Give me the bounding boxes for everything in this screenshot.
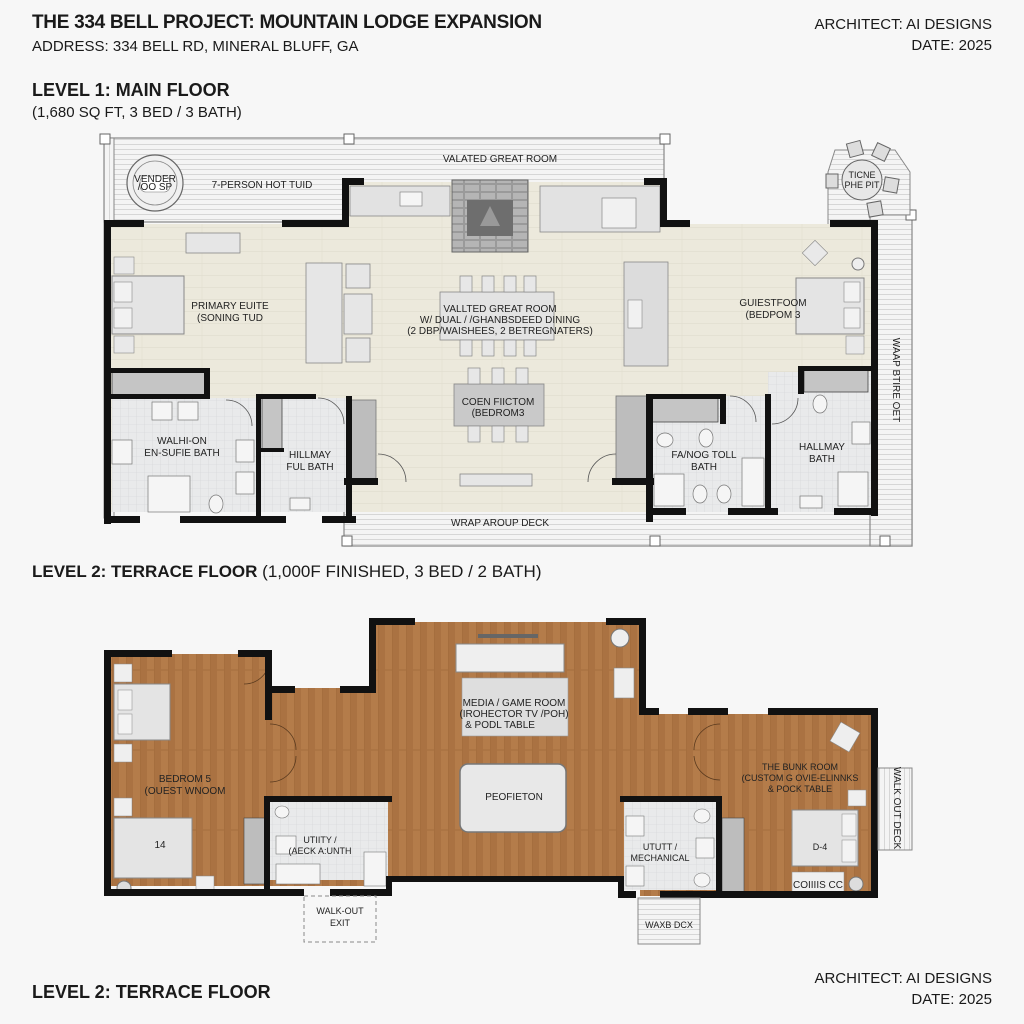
utility-left-sublabel: (AECK A:UNTH (288, 846, 351, 856)
utility-right-label: UTUTT / (643, 842, 678, 852)
great-room-label: VALLTED GREAT ROOM (443, 304, 556, 315)
dining-label: COEN FIICTOM (462, 397, 535, 408)
wrap-deck-side-label: WAAP BTIRE OET (890, 338, 901, 422)
pool-table-label: PEOFIETON (485, 792, 543, 803)
guest-room-label: GUIESTFOOM (739, 298, 806, 309)
side-deck (877, 767, 913, 851)
side-deck-label: WALK OUT DECK (891, 767, 902, 850)
architect-label-bottom: ARCHITECT: AI DESIGNS (814, 970, 992, 987)
jack-bath-label: FA/NOG TOLL (671, 450, 737, 461)
doors-level1 (225, 395, 799, 483)
walkout-exit-box (303, 895, 377, 943)
guest-bed (795, 239, 865, 355)
level2-title: LEVEL 2: TERRACE FLOOR (32, 562, 258, 581)
bunk-room-sublabel-2: & POCK TABLE (768, 784, 832, 794)
wrap-deck-label: WRAP AROUP DECK (451, 518, 549, 529)
media-room-sublabel-1: (IROHECTOR TV /POH) (459, 709, 568, 720)
level1-title: LEVEL 1: MAIN FLOOR (32, 80, 230, 100)
walkout-label: WALK-OUT (316, 906, 364, 916)
project-title: THE 334 BELL PROJECT: MOUNTAIN LODGE EXP… (32, 12, 542, 33)
living-furniture (185, 232, 555, 487)
hall-full-bath-label: HILLMAY (289, 450, 331, 461)
bunk-console-label: COIIIIS CC (793, 880, 843, 891)
media-room-sublabel-2: & PODL TABLE (465, 720, 535, 731)
bed-tag-left: 14 (154, 840, 166, 851)
fireplace (451, 179, 529, 253)
fire-pit (825, 139, 911, 229)
walkout-sublabel: EXIT (330, 918, 351, 928)
bath-fixtures-level2 (274, 805, 715, 888)
doors-level2 (243, 657, 721, 783)
level2-subtitle: (1,000F FINISHED, 3 BED / 2 BATH) (257, 562, 542, 581)
ensuite-bath-sublabel: EN-SUFIE BATH (144, 448, 219, 459)
fire-pit-label-2: PHE PIT (844, 180, 880, 190)
dining-sublabel: (BEDROM3 (472, 408, 525, 419)
bath-fixtures-level1 (111, 394, 871, 514)
title-block-top: ARCHITECT: AI DESIGNS DATE: 2025 (814, 14, 992, 56)
jack-bath-sublabel: BATH (691, 462, 717, 473)
deck-top-label: VALATED GREAT ROOM (443, 154, 557, 165)
level2-furniture (113, 628, 867, 896)
bunk-room-label: THE BUNK ROOM (762, 762, 838, 772)
hot-tub-badge-line2: /OO SP (138, 182, 173, 193)
walls-level1 (104, 178, 878, 524)
level1-subtitle: (1,680 SQ FT, 3 BED / 3 BATH) (32, 104, 242, 121)
hot-tub-label: 7-PERSON HOT TUID (212, 180, 313, 191)
waxb-deck-label: WAXB DCX (645, 920, 693, 930)
hot-tub-badge-line1: VENDER (134, 174, 176, 185)
bed-tag-right: D-4 (813, 842, 828, 852)
kitchen (349, 185, 669, 485)
utility-right-sublabel: MECHANICAL (630, 853, 689, 863)
bedroom5-sublabel: (OUEST WNOOM (145, 786, 226, 797)
fire-pit-label-1: TICNE (849, 170, 876, 180)
guest-room-sublabel: (BEDPOM 3 (745, 310, 800, 321)
utility-left-label: UTIITY / (303, 835, 337, 845)
title-block-bottom: ARCHITECT: AI DESIGNS DATE: 2025 (814, 968, 992, 1010)
primary-bed (111, 256, 185, 354)
closets-level2 (243, 817, 745, 895)
date-label: DATE: 2025 (911, 37, 992, 54)
primary-suite-sublabel: (SONING TUD (197, 313, 263, 324)
great-room-sublabel-2: (2 DBP/WAISHEES, 2 BETREGNATERS) (407, 326, 593, 337)
level2-footer-title: LEVEL 2: TERRACE FLOOR (32, 982, 271, 1002)
bunk-room-sublabel-1: (CUSTOM G OVIE-ELINNKS (742, 773, 859, 783)
date-label-bottom: DATE: 2025 (911, 991, 992, 1008)
hallway-bath-label: HALLMAY (799, 442, 845, 453)
level2-heading: LEVEL 2: TERRACE FLOOR (1,000F FINISHED,… (32, 562, 541, 582)
architect-label: ARCHITECT: AI DESIGNS (814, 16, 992, 33)
waxb-deck (637, 897, 701, 945)
hot-tub: VENDER /OO SP (126, 154, 184, 212)
great-room-sublabel-1: W/ DUAL / /GHANBSDEED DINING (420, 315, 580, 326)
hallway-bath-sublabel: BATH (809, 454, 835, 465)
bedroom5-label: BEDROM 5 (159, 774, 212, 785)
walls-level2 (104, 618, 878, 898)
project-address: ADDRESS: 334 BELL RD, MINERAL BLUFF, GA (32, 38, 359, 55)
primary-suite-label: PRIMARY EUITE (191, 301, 269, 312)
media-room-label: MEDIA / GAME ROOM (463, 698, 566, 709)
ensuite-bath-label: WALHI-ON (157, 436, 207, 447)
hall-full-bath-sublabel: FUL BATH (286, 462, 333, 473)
